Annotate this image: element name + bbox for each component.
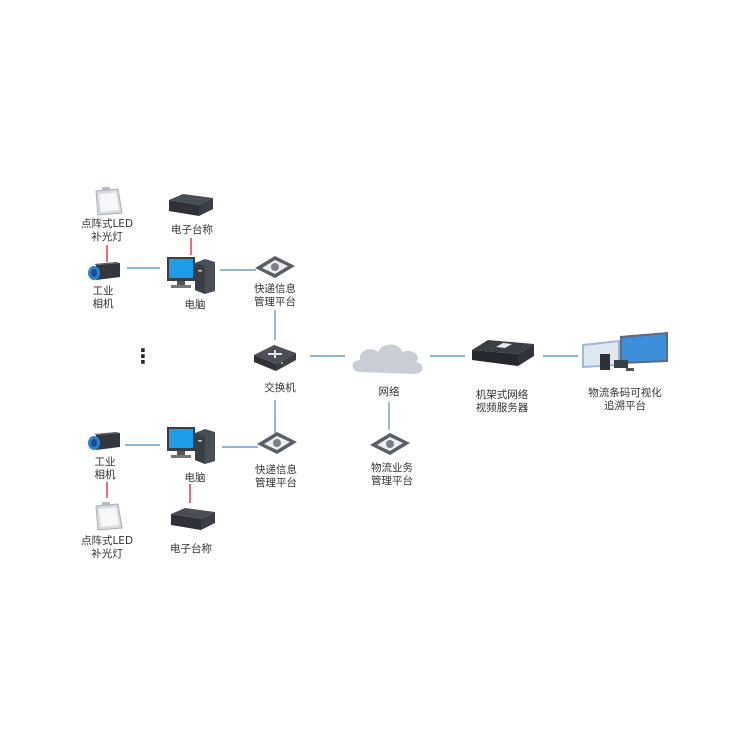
trace-platform-display-icon: [582, 332, 668, 371]
electronic-scale-icon: [169, 194, 213, 216]
switch-label: 交换机: [264, 382, 296, 394]
camera-label-bottom: 工业相机: [94, 456, 116, 481]
server-label: 机架式网络视频服务器: [475, 389, 529, 414]
computer-icon: [167, 257, 215, 294]
scale-label-top: 电子台称: [171, 224, 213, 236]
platform-label-top: 快递信息管理平台: [254, 283, 296, 308]
camera-label-top: 工业相机: [92, 285, 114, 310]
pc-label-bottom: 电脑: [184, 472, 206, 484]
network-label: 网络: [378, 386, 400, 398]
switch-icon: [254, 345, 296, 371]
more-devices-ellipsis: ⋮: [133, 344, 153, 368]
industrial-camera-icon: [88, 262, 120, 280]
trace-platform-label: 物流条码可视化追溯平台: [588, 387, 662, 412]
platform-label-bottom: 快递信息管理平台: [255, 464, 297, 489]
industrial-camera-icon: [88, 432, 120, 450]
management-platform-icon: [257, 432, 297, 454]
electronic-scale-icon: [171, 508, 215, 530]
rack-video-server-icon: [472, 340, 534, 366]
logistics-platform-icon: [370, 433, 410, 455]
management-platform-icon: [255, 256, 295, 278]
led-light-icon: [95, 502, 123, 531]
pc-label-top: 电脑: [184, 299, 206, 311]
scale-label-bottom: 电子台称: [170, 543, 212, 555]
led-light-icon: [95, 187, 123, 216]
cloud-network-icon: [352, 344, 423, 374]
logistics-platform-label: 物流业务管理平台: [371, 462, 413, 487]
computer-icon: [167, 427, 215, 464]
